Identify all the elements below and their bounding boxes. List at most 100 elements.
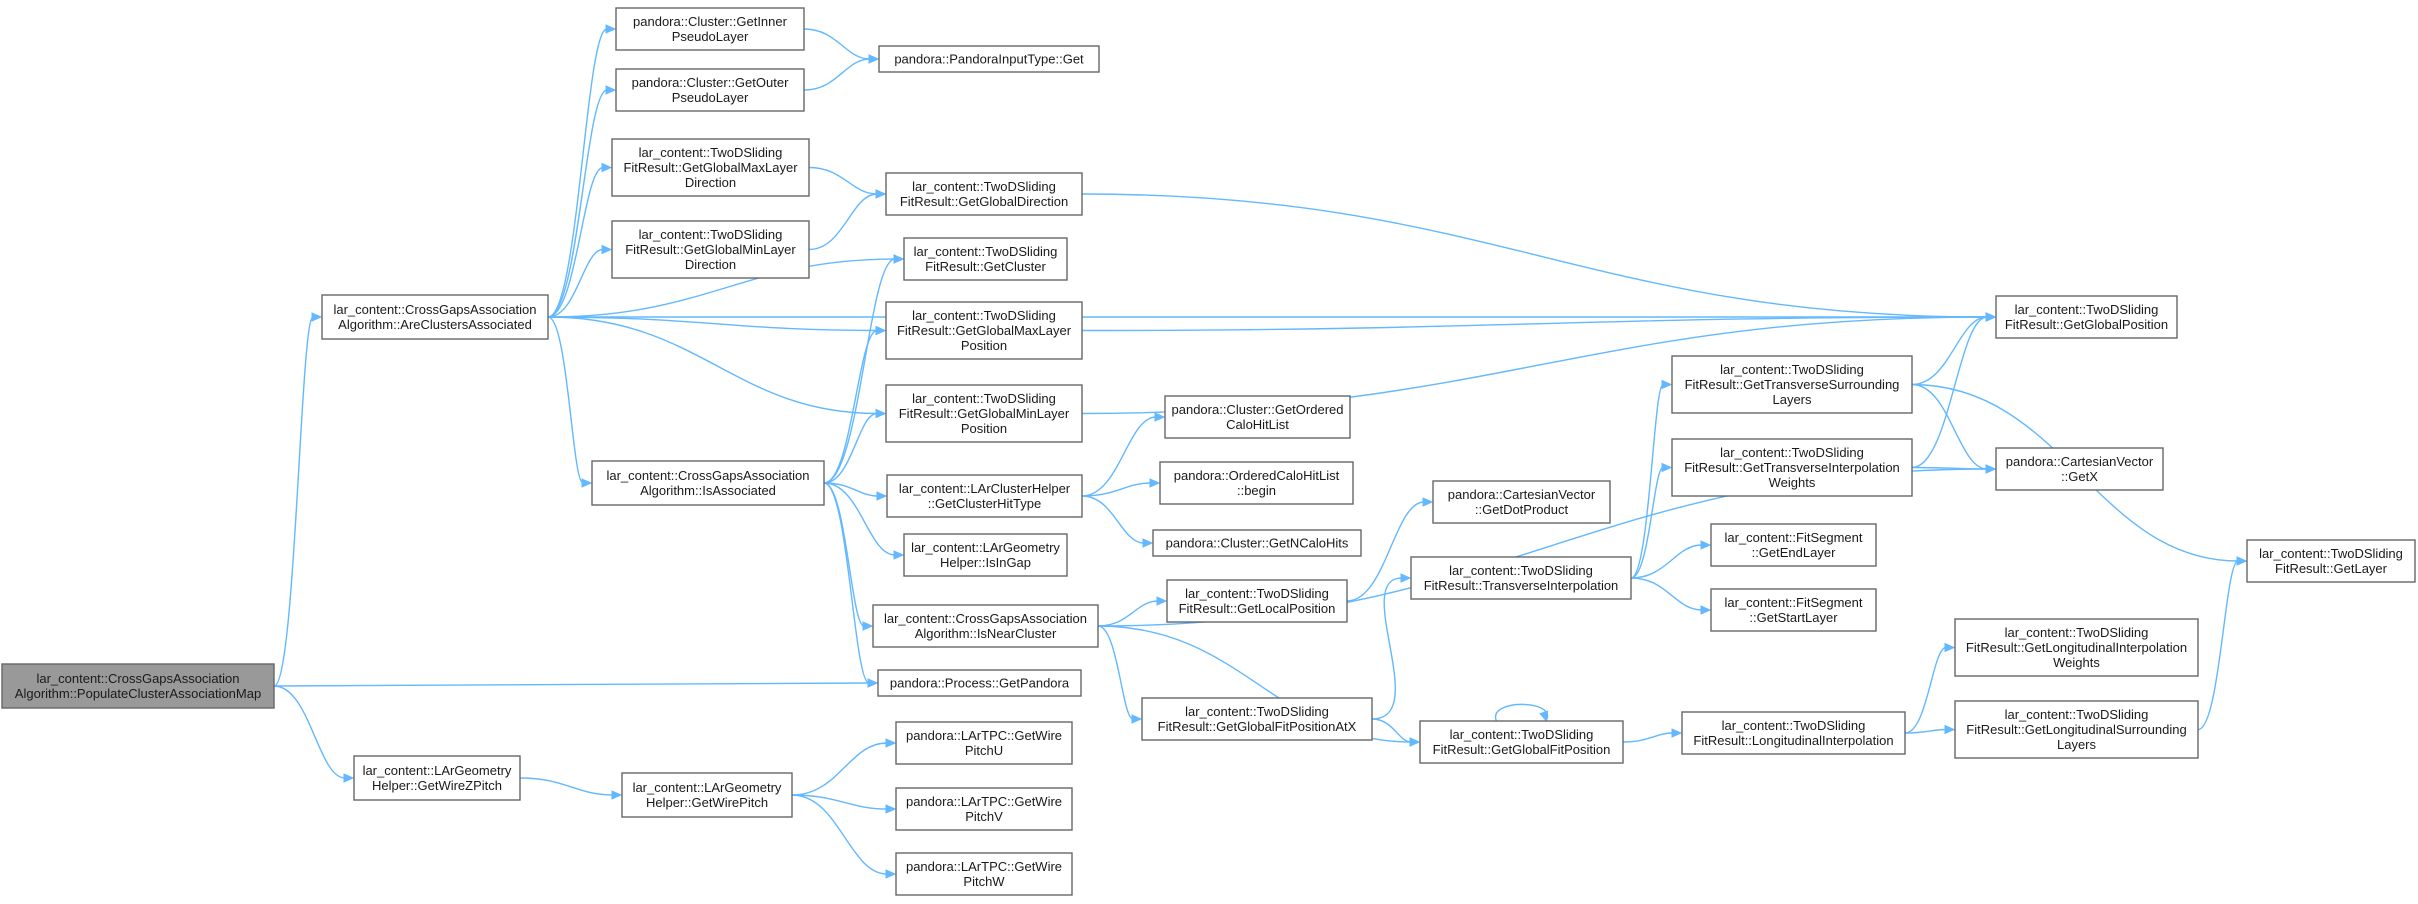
node-begin[interactable]: pandora::OrderedCaloHitList::begin [1159,461,1354,505]
node-wire-pitch[interactable]: lar_content::LArGeometryHelper::GetWireP… [621,772,793,818]
node-start-layer[interactable]: lar_content::FitSegment::GetStartLayer [1710,588,1877,632]
node-g-max-pos[interactable]: lar_content::TwoDSlidingFitResult::GetGl… [885,301,1083,360]
node-label-line: FitResult::GetTransverseSurrounding [1685,377,1900,392]
node-g-min-dir[interactable]: lar_content::TwoDSlidingFitResult::GetGl… [611,220,810,279]
edge-line [1630,577,1703,611]
node-g-min-pos[interactable]: lar_content::TwoDSlidingFitResult::GetGl… [885,384,1083,443]
node-box [353,755,521,801]
node-box [886,474,1083,518]
node-trans-weights[interactable]: lar_content::TwoDSlidingFitResult::GetTr… [1671,438,1913,497]
node-g-fit-pos[interactable]: lar_content::TwoDSlidingFitResult::GetGl… [1419,720,1624,764]
edge-line [1904,728,1947,734]
node-end-layer[interactable]: lar_content::FitSegment::GetEndLayer [1710,523,1877,567]
edge-innerPL-to-pandoraGet [803,28,880,64]
node-populate[interactable]: lar_content::CrossGapsAssociationAlgorit… [1,663,275,709]
edge-transInterp-to-endLayer [1630,540,1712,579]
node-label-line: Position [961,421,1007,436]
node-label-line: pandora::CartesianVector [2006,454,2154,469]
node-label-line: lar_content::TwoDSliding [1449,563,1593,578]
node-get-layer[interactable]: lar_content::TwoDSlidingFitResult::GetLa… [2246,539,2416,583]
node-box [895,852,1073,896]
edge-line [1081,416,1157,497]
edge-arrowhead [611,790,623,800]
edge-line [547,28,608,318]
node-label-line: FitResult::GetLayer [2275,561,2388,576]
edge-localPos-to-dot [1346,497,1434,602]
node-label-line: lar_content::TwoDSliding [1722,718,1866,733]
edge-line [547,166,604,318]
edge-isAssoc-to-gMinPos [823,408,887,484]
node-long-weights[interactable]: lar_content::TwoDSlidingFitResult::GetLo… [1954,618,2199,677]
node-are-assoc[interactable]: lar_content::CrossGapsAssociationAlgorit… [321,294,549,340]
edge-transInterp-to-transWeights [1630,462,1673,579]
node-label-line: lar_content::FitSegment [1724,530,1862,545]
node-box [1995,295,2178,339]
edge-arrowhead [885,804,897,814]
node-box [1166,579,1348,623]
edge-line [273,682,870,687]
node-box [872,604,1099,648]
edge-line [2197,560,2239,731]
node-get-x[interactable]: pandora::CartesianVector::GetX [1995,447,2164,491]
node-box [1954,700,2199,759]
edge-line [547,316,878,332]
node-label-line: pandora::LArTPC::GetWire [906,794,1062,809]
edge-areAssoc-to-gMinDir [547,244,613,318]
edge-arrowhead [2236,556,2248,566]
node-box [1432,480,1611,524]
node-label-line: ::GetX [2061,469,2098,484]
node-local-pos[interactable]: lar_content::TwoDSlidingFitResult::GetLo… [1166,579,1348,623]
edge-line [547,258,896,318]
edge-transWeights-to-gPos [1911,312,1997,469]
node-get-cluster[interactable]: lar_content::TwoDSlidingFitResult::GetCl… [903,237,1068,281]
edge-arrowhead [876,491,888,501]
node-n-calo[interactable]: pandora::Cluster::GetNCaloHits [1152,529,1362,557]
edge-arrowhead [875,408,887,419]
node-label-line: FitResult::GetGlobalFitPosition [1433,742,1611,757]
edge-populate-to-wireZ [273,685,355,783]
edge-hitType-to-ordered [1081,412,1166,497]
node-trans-surr[interactable]: lar_content::TwoDSlidingFitResult::GetTr… [1671,355,1913,414]
node-hit-type[interactable]: lar_content::LArClusterHelper::GetCluste… [886,474,1083,518]
edge-isAssoc-to-isNear [823,482,874,631]
node-box [895,721,1073,765]
edge-areAssoc-to-gMaxDir [547,162,613,318]
edge-line [803,58,871,91]
node-g-pos[interactable]: lar_content::TwoDSlidingFitResult::GetGl… [1995,295,2178,339]
node-g-dir[interactable]: lar_content::TwoDSlidingFitResult::GetGl… [885,172,1083,216]
node-label-line: Layers [2057,737,2097,752]
node-label-line: FitResult::GetGlobalMinLayer [625,242,796,257]
node-box [885,384,1083,443]
node-is-assoc[interactable]: lar_content::CrossGapsAssociationAlgorit… [591,460,825,506]
node-pandora-get[interactable]: pandora::PandoraInputType::Get [878,45,1100,73]
node-long-interp[interactable]: lar_content::TwoDSlidingFitResult::Longi… [1681,711,1906,755]
node-label-line: FitResult::GetTransverseInterpolation [1684,460,1900,475]
edge-arrowhead [343,773,355,783]
node-g-fit-pos-x[interactable]: lar_content::TwoDSlidingFitResult::GetGl… [1141,697,1373,741]
edge-line [1081,193,1988,318]
edge-gFitPos-to-gFitPos [1494,703,1549,723]
node-label-line: lar_content::TwoDSliding [2015,302,2159,317]
edge-line [1081,482,1152,497]
node-wire-z[interactable]: lar_content::LArGeometryHelper::GetWireZ… [353,755,521,801]
node-label-line: pandora::Cluster::GetOuter [632,75,789,90]
node-trans-interp[interactable]: lar_content::TwoDSlidingFitResult::Trans… [1410,556,1632,600]
node-label-line: Algorithm::IsNearCluster [915,626,1057,641]
node-box [1954,618,2199,677]
node-dot[interactable]: pandora::CartesianVector::GetDotProduct [1432,480,1611,524]
node-label-line: FitResult::LongitudinalInterpolation [1693,733,1893,748]
node-get-pandora[interactable]: pandora::Process::GetPandora [877,669,1082,697]
node-long-surr[interactable]: lar_content::TwoDSlidingFitResult::GetLo… [1954,700,2199,759]
node-g-max-dir[interactable]: lar_content::TwoDSlidingFitResult::GetGl… [611,138,810,197]
edge-arrowhead [1156,596,1168,606]
node-is-near[interactable]: lar_content::CrossGapsAssociationAlgorit… [872,604,1099,648]
node-label-line: lar_content::TwoDSliding [639,145,783,160]
edge-arrowhead [581,478,593,488]
